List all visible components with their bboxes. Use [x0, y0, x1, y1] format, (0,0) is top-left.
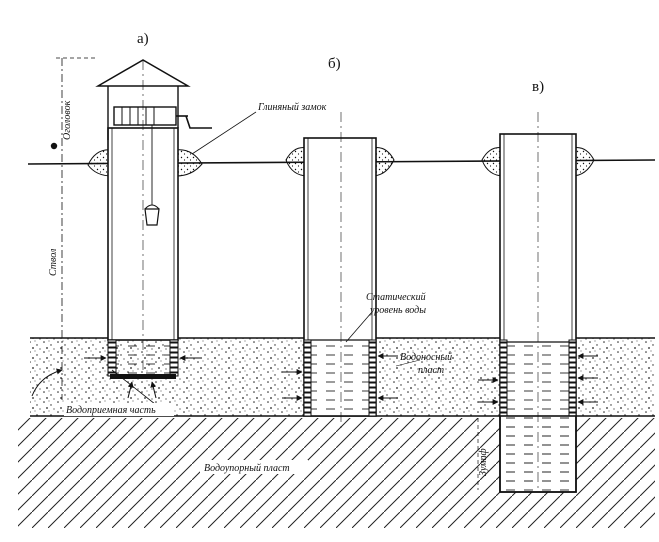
label-b: б) — [328, 56, 341, 72]
well-a-intake-right — [169, 339, 179, 377]
well-a-clay-lock-right — [175, 149, 203, 177]
leader-intake — [111, 369, 161, 409]
label-aquifer-2: пласт — [418, 365, 444, 376]
well-b — [282, 112, 398, 432]
label-static-level-2: уровень воды — [369, 305, 426, 316]
well-a-gravel-bottom — [110, 374, 176, 379]
dimension-line — [31, 57, 96, 400]
well-v-intake-right — [568, 339, 577, 417]
well-v-clay-lock-right — [571, 147, 595, 177]
well-b-intake-left — [303, 339, 312, 417]
well-v — [477, 112, 598, 493]
label-a: а) — [137, 31, 149, 47]
label-trunk: Ствол — [48, 248, 59, 276]
label-intake: Водоприемная часть — [66, 405, 156, 416]
label-v: в) — [532, 79, 544, 95]
well-v-intake-left — [499, 339, 508, 417]
well-b-clay-lock-right — [371, 147, 395, 177]
label-clay-lock: Глиняный замок — [257, 102, 327, 113]
label-static-level-1: Статический — [366, 292, 426, 303]
label-aquiclude: Водоупорный пласт — [204, 463, 290, 474]
label-sump: Зумпф — [478, 448, 489, 476]
well-a-bucket — [144, 208, 160, 226]
well-a-crank — [185, 115, 212, 129]
leader-clay-lock — [191, 111, 257, 155]
label-head: Оголовок — [62, 100, 73, 140]
well-a-intake-left — [107, 339, 117, 377]
well-a-windlass — [113, 106, 177, 126]
well-b-intake-right — [368, 339, 377, 417]
label-aquifer-1: Водоносный — [400, 352, 452, 363]
well-a — [84, 59, 212, 399]
